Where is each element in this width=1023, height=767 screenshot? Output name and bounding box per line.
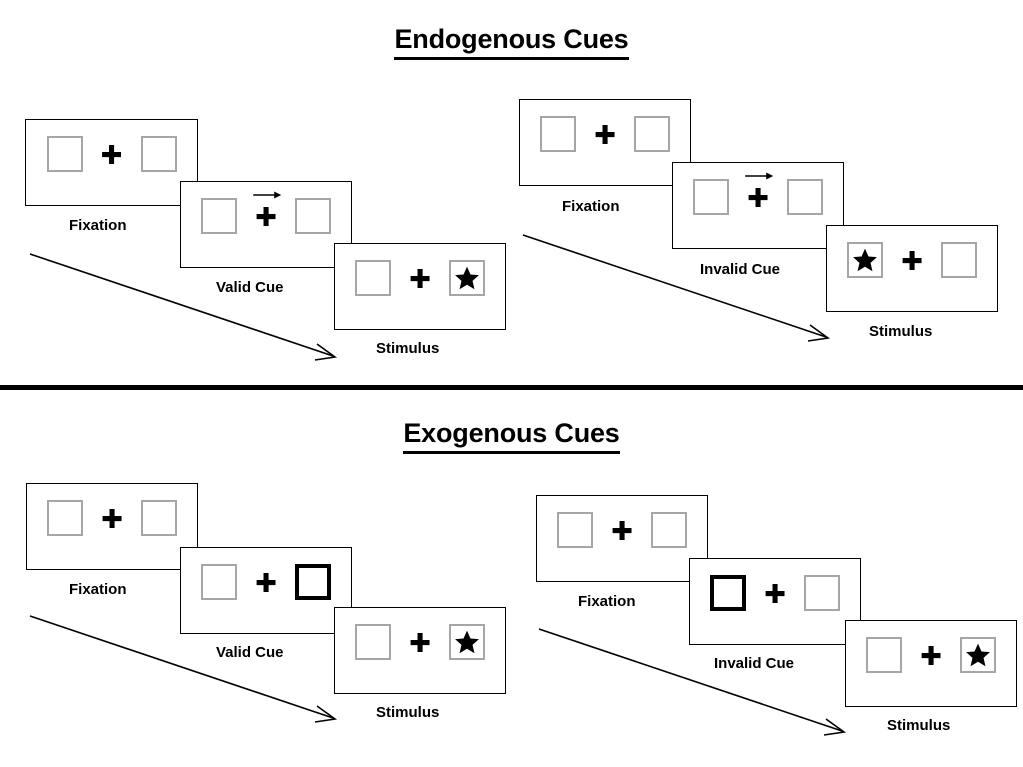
left-box	[866, 637, 902, 673]
time-flow-arrow-exogenous-invalid	[538, 628, 847, 736]
frame-exogenous-valid-fixation: ✚	[26, 483, 198, 570]
fixation-cross-icon: ✚	[747, 184, 769, 214]
left-box	[355, 624, 391, 660]
left-box-cued	[710, 575, 746, 611]
fixation-cross-icon: ✚	[409, 629, 431, 659]
frame-label-endogenous-valid-cue: Valid Cue	[216, 279, 284, 296]
frame-exogenous-valid-cue: ✚	[180, 547, 352, 634]
exogenous-section: Exogenous Cues ✚ Fixation ✚ Valid Cue	[0, 392, 1023, 767]
arrow-right-icon	[745, 172, 774, 180]
fixation-cross-icon: ✚	[255, 203, 277, 233]
frame-label-endogenous-invalid-fixation: Fixation	[562, 198, 620, 215]
frame-label-exogenous-valid-cue: Valid Cue	[216, 644, 284, 661]
fixation-cross-icon: ✚	[101, 505, 123, 535]
left-box	[540, 116, 576, 152]
fixation-cross-icon: ✚	[594, 121, 616, 151]
arrow-right-icon	[253, 191, 282, 199]
frame-exogenous-invalid-fixation: ✚	[536, 495, 708, 582]
frame-exogenous-invalid-stimulus: ✚	[845, 620, 1017, 707]
frame-label-exogenous-invalid-stimulus: Stimulus	[887, 717, 951, 734]
frame-endogenous-valid-cue: ✚	[180, 181, 352, 268]
time-flow-arrow-endogenous-invalid	[522, 234, 831, 342]
right-box-with-target	[449, 624, 485, 660]
fixation-cross-icon: ✚	[255, 569, 277, 599]
right-box	[634, 116, 670, 152]
left-box	[201, 564, 237, 600]
fixation-cross-icon: ✚	[920, 642, 942, 672]
right-box	[141, 500, 177, 536]
fixation-cross-icon: ✚	[409, 265, 431, 295]
frame-label-endogenous-valid-fixation: Fixation	[69, 217, 127, 234]
fixation-cross-icon: ✚	[764, 580, 786, 610]
right-box	[941, 242, 977, 278]
exogenous-section-title: Exogenous Cues	[0, 418, 1023, 454]
frame-label-exogenous-invalid-fixation: Fixation	[578, 593, 636, 610]
fixation-cross-wrap: ✚	[897, 242, 927, 282]
fixation-cross-wrap: ✚	[405, 624, 435, 664]
right-box-with-target	[960, 637, 996, 673]
fixation-cross-wrap: ✚	[760, 575, 790, 615]
star-icon	[455, 630, 479, 654]
right-box-cued	[295, 564, 331, 600]
frame-endogenous-invalid-cue: ✚	[672, 162, 844, 249]
fixation-cross-icon: ✚	[611, 517, 633, 547]
fixation-cross-wrap: ✚	[251, 191, 282, 238]
left-box	[47, 500, 83, 536]
left-box	[201, 198, 237, 234]
exogenous-title-text: Exogenous Cues	[403, 418, 620, 454]
right-box-with-target	[449, 260, 485, 296]
endogenous-section: Endogenous Cues ✚ Fixation ✚	[0, 24, 1023, 361]
right-box	[804, 575, 840, 611]
frame-endogenous-valid-fixation: ✚	[25, 119, 198, 206]
frame-exogenous-valid-stimulus: ✚	[334, 607, 506, 694]
frame-label-exogenous-invalid-cue: Invalid Cue	[714, 655, 795, 672]
fixation-cross-icon: ✚	[100, 141, 123, 171]
frame-label-endogenous-invalid-cue: Invalid Cue	[700, 261, 781, 278]
star-icon	[455, 266, 479, 290]
right-box	[651, 512, 687, 548]
fixation-cross-wrap: ✚	[916, 637, 946, 677]
frame-endogenous-invalid-stimulus: ✚	[826, 225, 998, 312]
left-box-with-target	[847, 242, 883, 278]
fixation-cross-icon: ✚	[901, 247, 923, 277]
endogenous-section-title: Endogenous Cues	[0, 24, 1023, 60]
right-box	[787, 179, 823, 215]
frame-label-endogenous-valid-stimulus: Stimulus	[376, 340, 440, 357]
fixation-cross-wrap: ✚	[405, 260, 435, 300]
left-box	[557, 512, 593, 548]
time-flow-arrow-endogenous-valid	[29, 253, 338, 361]
right-box	[295, 198, 331, 234]
fixation-cross-wrap: ✚	[590, 116, 620, 156]
frame-endogenous-invalid-fixation: ✚	[519, 99, 691, 186]
left-box	[46, 136, 83, 172]
time-flow-arrow-exogenous-valid	[29, 615, 338, 723]
frame-endogenous-valid-stimulus: ✚	[334, 243, 506, 330]
left-box	[693, 179, 729, 215]
frame-label-exogenous-valid-fixation: Fixation	[69, 581, 127, 598]
fixation-cross-wrap: ✚	[743, 172, 774, 219]
fixation-cross-wrap: ✚	[97, 136, 127, 176]
frame-label-endogenous-invalid-stimulus: Stimulus	[869, 323, 933, 340]
fixation-cross-wrap: ✚	[251, 564, 281, 604]
frame-label-exogenous-valid-stimulus: Stimulus	[376, 704, 440, 721]
endogenous-title-text: Endogenous Cues	[394, 24, 629, 60]
right-box	[140, 136, 177, 172]
fixation-cross-wrap: ✚	[607, 512, 637, 552]
star-icon	[853, 248, 877, 272]
section-divider	[0, 385, 1023, 390]
frame-exogenous-invalid-cue: ✚	[689, 558, 861, 645]
star-icon	[966, 643, 990, 667]
left-box	[355, 260, 391, 296]
fixation-cross-wrap: ✚	[97, 500, 127, 540]
